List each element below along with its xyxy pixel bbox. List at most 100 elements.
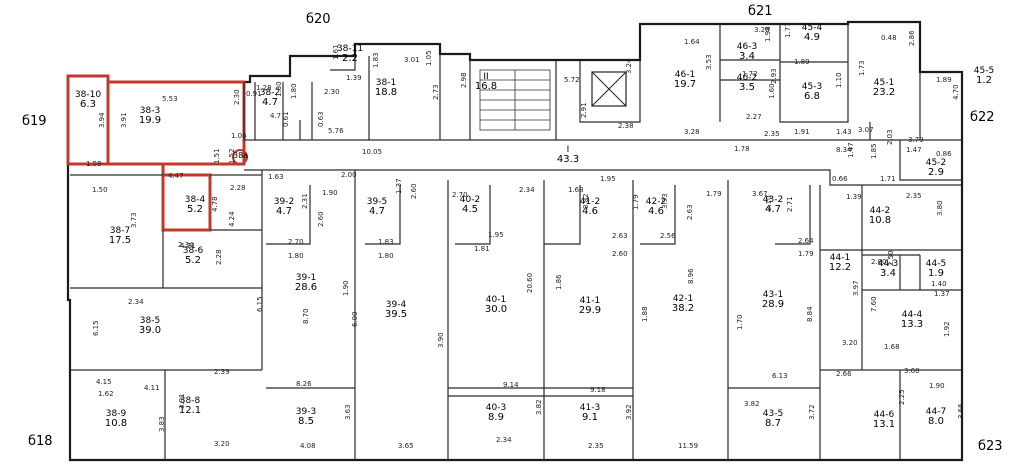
room-id: II (483, 72, 489, 82)
dimension-label: 2.35 (906, 192, 922, 200)
room-id: 38-10 (74, 90, 102, 100)
dimension-label: 2.91 (580, 102, 588, 118)
highlight-38-3 (106, 80, 246, 166)
dimension-label: 0.48 (881, 34, 897, 42)
dimension-label: 1.90 (322, 189, 338, 197)
dimension-label: 2.70 (288, 238, 304, 246)
room-id: 39-1 (295, 273, 317, 283)
room-id: 45-1 (873, 78, 895, 88)
dimension-label: 2.98 (460, 72, 468, 88)
dimension-label: 2.00 (341, 171, 357, 179)
dimension-label: 3.24 (625, 58, 633, 74)
dimension-label: 8.34 (836, 146, 852, 154)
dimension-label: 2.03 (886, 129, 894, 145)
dimension-label: 1.71 (880, 175, 896, 183)
dimension-label: 5.72 (564, 76, 580, 84)
dimension-label: 3.90 (437, 332, 445, 348)
dimension-label: 2.70 (452, 191, 468, 199)
dimension-label: 0.66 (832, 175, 848, 183)
dimension-label: 2.25 (898, 389, 906, 405)
room-area: 4.6 (582, 206, 598, 217)
room-area: 4.9 (804, 32, 820, 43)
dimension-label: 1.89 (936, 76, 952, 84)
room-area: 3.4 (880, 268, 896, 279)
dimension-label: 3.82 (535, 399, 543, 415)
dimension-label: 1.43 (836, 128, 852, 136)
dimension-label: 1.79 (706, 190, 722, 198)
dimension-label: 6.15 (256, 296, 264, 312)
dimension-label: 4.47 (168, 172, 184, 180)
room-area: 5.2 (187, 204, 203, 215)
room-area: 4.7 (765, 204, 781, 215)
dimension-label: 11.59 (678, 442, 699, 450)
room-area: 6.8 (804, 91, 820, 102)
dimension-label: 1.73 (858, 60, 866, 76)
room-id: 41-2 (579, 197, 601, 207)
dimension-label: 4.11 (144, 384, 160, 392)
dimension-label: 1.70 (736, 314, 744, 330)
dimension-label: 9.18 (590, 386, 606, 394)
dimension-label: 3.66 (957, 403, 965, 419)
dimension-label: 7.60 (870, 296, 878, 312)
dimension-label: 4.24 (228, 211, 236, 227)
room-area: 8.5 (298, 416, 314, 427)
room-id: 38-5 (139, 316, 161, 326)
room-area: 2.2 (342, 53, 358, 64)
dimension-label: 1.92 (943, 321, 951, 337)
dimension-label: 2.73 (432, 84, 440, 100)
dimension-label: 1.80 (290, 83, 298, 99)
dimension-label: 4.78 (211, 196, 219, 212)
room-area: 4.6 (648, 206, 664, 217)
dimension-label: 1.37 (395, 178, 403, 194)
dimension-label: 3.20 (842, 339, 858, 347)
dimension-label: 9.14 (503, 381, 519, 389)
dimension-label: 3.91 (120, 112, 128, 128)
dimension-label: 2.63 (686, 204, 694, 220)
dimension-label: 2.39 (214, 368, 230, 376)
dimension-label: 1.91 (794, 128, 810, 136)
room-area: 8.7 (765, 418, 781, 429)
dimension-label: 3.93 (661, 193, 669, 209)
dimension-label: 2.63 (612, 232, 628, 240)
interior-wall (70, 170, 263, 460)
room-id: 40-2 (459, 195, 481, 205)
dimension-label: 3.01 (404, 56, 420, 64)
dimension-label: 4.08 (300, 442, 316, 450)
room-id: 45-5 (973, 66, 995, 76)
dimension-label: 2.31 (301, 193, 309, 209)
room-id: 40-3 (485, 403, 507, 413)
dimension-label: 2.60 (317, 211, 325, 227)
dimension-label: 2.30 (233, 89, 241, 105)
dimension-label: 1.71 (784, 22, 792, 38)
room-id: 46-3 (736, 42, 758, 52)
room-id: 44-2 (869, 206, 891, 216)
axis-label-b22: б22 (970, 110, 995, 125)
dimension-label: 1.80 (378, 252, 394, 260)
room-id: 38-7 (109, 226, 131, 236)
dimension-label: 3.82 (582, 193, 590, 209)
dimension-label: 2.50 (887, 250, 895, 266)
room-id: 38-2 (259, 88, 281, 98)
dimension-label: 1.05 (425, 50, 433, 66)
room-id: 44-1 (829, 253, 851, 263)
dimension-label: 5.53 (162, 95, 178, 103)
room-area: 43.3 (556, 154, 580, 165)
dimension-label: 2.34 (519, 186, 535, 194)
dimension-label: 1.61 (332, 44, 340, 60)
room-id: 46-2 (736, 73, 758, 83)
dimension-label: 4.70 (952, 84, 960, 100)
dimension-label: 1.80 (275, 81, 283, 97)
dimension-label: 1.40 (931, 280, 947, 288)
axis-label-b18: б18 (28, 434, 53, 449)
dimension-label: 2.71 (786, 196, 794, 212)
